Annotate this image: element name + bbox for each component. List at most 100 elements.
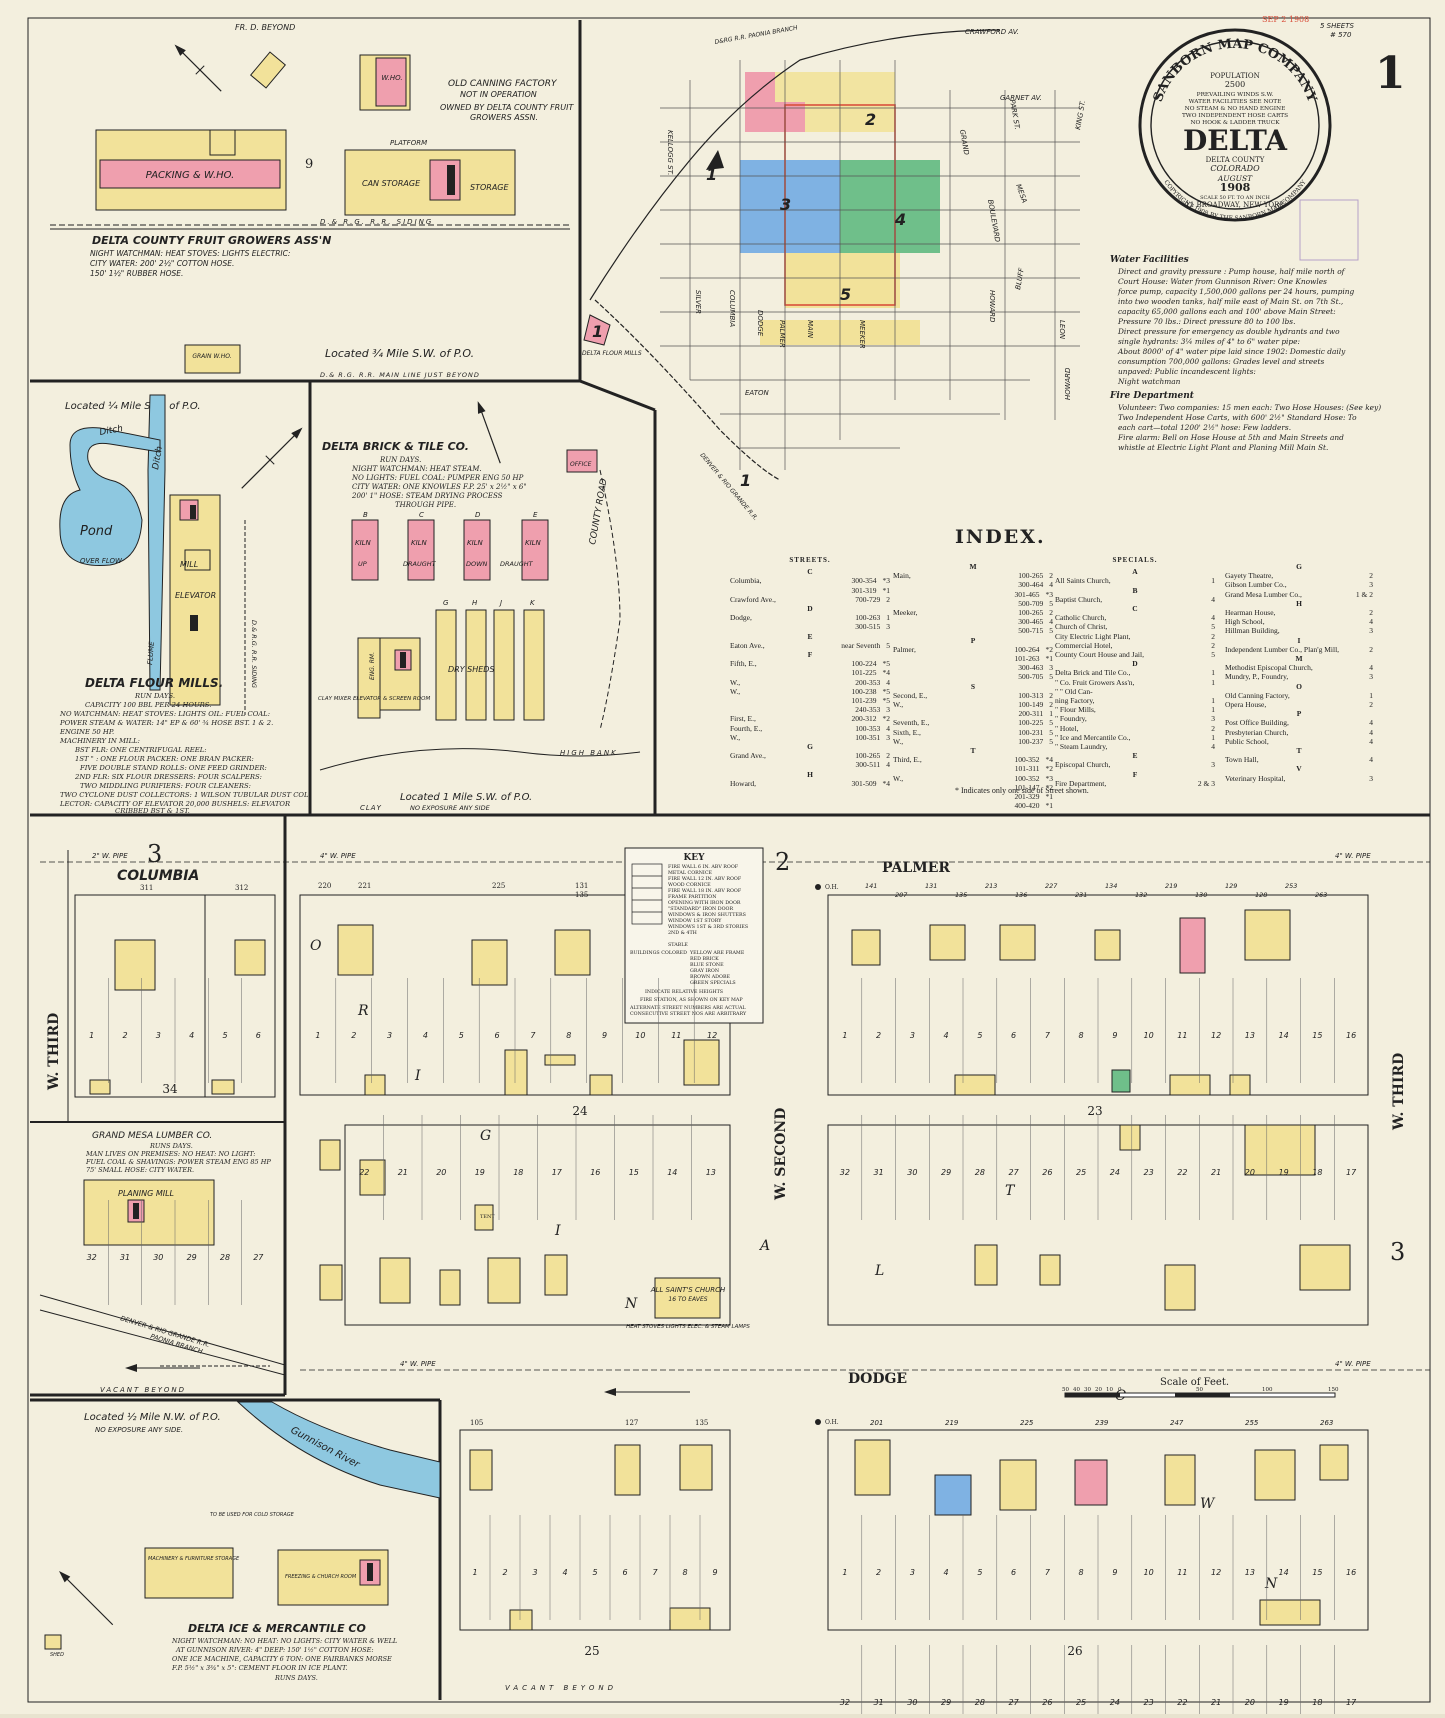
lot-number: 6 xyxy=(495,1031,500,1040)
lot-number: 22 xyxy=(359,1168,369,1177)
index-entry-name: Baptist Church, xyxy=(1055,594,1103,604)
lot-number: 27 xyxy=(1009,1168,1020,1177)
street-address: 231 xyxy=(1075,891,1087,899)
block-number: 26 xyxy=(1067,1644,1082,1658)
lot-number: 29 xyxy=(941,1168,951,1177)
index-entry-name: Independent Lumber Co., Plan'g Mill, xyxy=(1225,644,1340,654)
index-entry-sheet: 3 xyxy=(1211,714,1215,724)
index-entry-sheet: 5 xyxy=(1211,650,1215,660)
svg-text:BLUFF: BLUFF xyxy=(1014,266,1026,290)
svg-text:311: 311 xyxy=(140,884,153,892)
lot-number: 18 xyxy=(1312,1698,1322,1707)
index-entry-sheet: 2 xyxy=(1049,700,1053,710)
index-entry: Church of Christ,5 xyxy=(1055,622,1215,631)
svg-text:THROUGH PIPE.: THROUGH PIPE. xyxy=(395,501,456,509)
library-stamp xyxy=(1299,199,1359,261)
svg-text:CAPACITY 100 BBL PER 24 HOURS.: CAPACITY 100 BBL PER 24 HOURS. xyxy=(85,701,211,709)
street-dodge: DODGE xyxy=(848,1371,907,1387)
north-arrow xyxy=(174,44,222,92)
flour-title: DELTA FLOUR MILLS. xyxy=(85,676,223,690)
index-entry-sheet: 4 xyxy=(1369,727,1373,737)
index-entry-sheet: *2 xyxy=(1045,782,1054,792)
index-letter: H xyxy=(807,769,813,779)
lot-number: 9 xyxy=(1112,1568,1117,1577)
svg-text:KILN: KILN xyxy=(355,539,372,547)
lot-number: 11 xyxy=(671,1031,681,1040)
svg-text:I: I xyxy=(414,1068,421,1084)
index-entry-name: Second, E., xyxy=(893,690,928,700)
panel-lumber: GRAND MESA LUMBER CO. RUNS DAYS. MAN LIV… xyxy=(39,1131,286,1394)
svg-text:Water Facilities: Water Facilities xyxy=(1110,255,1189,265)
lot-number: 30 xyxy=(153,1253,163,1262)
lot-number: 1 xyxy=(315,1031,320,1040)
index-entry-name: Gayety Theatre, xyxy=(1225,571,1274,581)
svg-text:WATER FACILITIES SEE NOTE: WATER FACILITIES SEE NOTE xyxy=(1189,99,1282,105)
index-entry-name: " Hotel, xyxy=(1055,723,1079,733)
index-entry-sheet: 1 xyxy=(1211,677,1215,687)
svg-text:STORAGE: STORAGE xyxy=(470,183,509,192)
index-entry: 301-465*3 xyxy=(893,590,1054,599)
svg-text:Ditch: Ditch xyxy=(151,445,165,470)
index-entry-range: 100-225 xyxy=(1018,718,1044,728)
index-entry-range: 300-464 xyxy=(1018,580,1044,590)
index-entry-name: Seventh, E., xyxy=(893,718,930,728)
svg-text:1ST " : ONE FLOUR PACKER: ONE: 1ST " : ONE FLOUR PACKER: ONE BRAN PACKE… xyxy=(75,755,254,763)
sheet-ref-left: 3 xyxy=(147,840,162,868)
index-entry: First, E.,200-312*2 xyxy=(730,714,890,723)
index-entry-range: 100-263 xyxy=(855,613,881,623)
svg-text:225: 225 xyxy=(492,882,505,890)
svg-text:whistle at Electric Light Plan: whistle at Electric Light Plant and Plan… xyxy=(1118,443,1328,452)
svg-text:OFFICE: OFFICE xyxy=(570,461,592,468)
svg-text:16 TO EAVES: 16 TO EAVES xyxy=(668,1296,707,1303)
fruit-page-number: 9 xyxy=(305,157,313,172)
svg-text:into two wooden tanks, half mi: into two wooden tanks, half mile east of… xyxy=(1118,297,1343,306)
index-entry-range: 100-264 xyxy=(1014,644,1040,654)
svg-text:B: B xyxy=(363,511,368,519)
index-letter: G xyxy=(807,742,813,752)
index-entry-sheet: 4 xyxy=(1211,742,1215,752)
index-entry-sheet: 5 xyxy=(1049,727,1053,737)
svg-text:FREEZING & CHURCH ROOM: FREEZING & CHURCH ROOM xyxy=(285,1574,357,1580)
svg-text:BUILDINGS COLORED: BUILDINGS COLORED xyxy=(630,950,687,956)
svg-text:Pressure 70 lbs.: Direct press: Pressure 70 lbs.: Direct pressure 80 to … xyxy=(1117,317,1295,326)
index-entry: Grand Mesa Lumber Co.,1 & 2 xyxy=(1225,590,1373,599)
index-entry-name: W., xyxy=(730,677,741,687)
index-entry: Catholic Church,4 xyxy=(1055,613,1215,622)
lot-number: 16 xyxy=(1346,1568,1356,1577)
lot-number: 13 xyxy=(1245,1568,1255,1577)
svg-text:NIGHT WATCHMAN: HEAT STEAM.: NIGHT WATCHMAN: HEAT STEAM. xyxy=(351,465,482,473)
lot-number: 31 xyxy=(874,1168,884,1177)
svg-text:A: A xyxy=(758,1238,770,1254)
svg-text:YELLOW ARE FRAME: YELLOW ARE FRAME xyxy=(689,950,745,956)
index-entry: " Co. Fruit Growers Ass'n,1 xyxy=(1055,678,1215,687)
index-entry-name: " Steam Laundry, xyxy=(1055,742,1108,752)
index-entry-sheet: 5 xyxy=(1049,626,1053,636)
index-entry-range: 100-265 xyxy=(1018,571,1044,581)
lot-number: 24 xyxy=(1110,1168,1120,1177)
lot-number: 21 xyxy=(398,1168,408,1177)
block-23: 23 xyxy=(827,894,1369,1326)
fruit-beyond-label: FR. D. BEYOND xyxy=(235,23,295,32)
svg-text:150: 150 xyxy=(1328,1387,1339,1393)
svg-text:DODGE: DODGE xyxy=(756,310,764,337)
svg-text:1908: 1908 xyxy=(1220,181,1251,194)
index-entry-name: Post Office Building, xyxy=(1225,718,1289,728)
index-entry: Opera House,2 xyxy=(1225,700,1373,709)
svg-text:FIVE DOUBLE STAND ROLLS: ONE F: FIVE DOUBLE STAND ROLLS: ONE FEED GRINDE… xyxy=(79,764,267,772)
lot-number: 19 xyxy=(1279,1698,1289,1707)
svg-text:capacity 65,000 gallons each a: capacity 65,000 gallons each and 100' ab… xyxy=(1118,307,1336,316)
street-w-third-left: W. THIRD xyxy=(46,1013,62,1091)
index-entry-name: ning Factory, xyxy=(1055,696,1095,706)
index-entry: 101-225*4 xyxy=(730,668,891,677)
panel-ice: Located ½ Mile N.W. of P.O. NO EXPOSURE … xyxy=(44,1401,441,1682)
svg-text:FIRE WALL 12 IN. ABV ROOF: FIRE WALL 12 IN. ABV ROOF xyxy=(668,876,742,882)
svg-text:COLORADO: COLORADO xyxy=(1210,164,1260,173)
lot-number: 1 xyxy=(842,1568,847,1577)
svg-text:Night watchman: Night watchman xyxy=(1117,377,1181,386)
